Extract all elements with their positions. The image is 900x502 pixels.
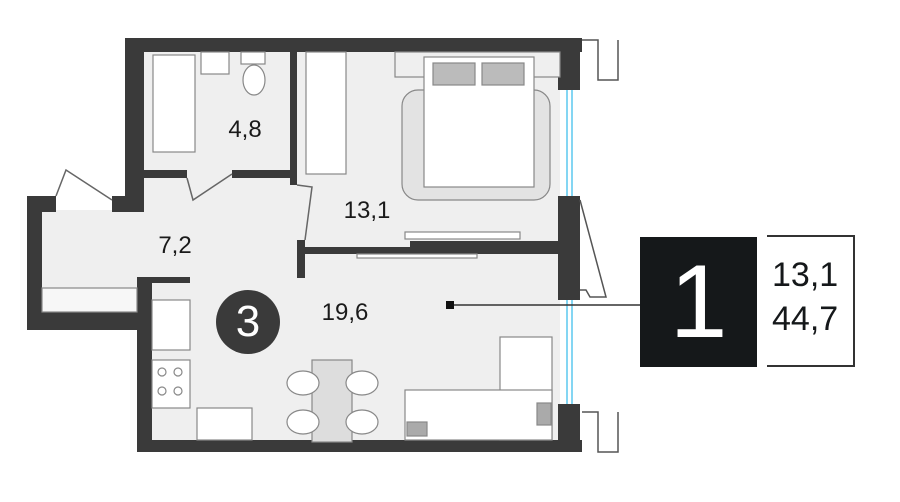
area-bracket (767, 235, 855, 367)
furniture (41, 51, 561, 443)
tv-shelf (404, 231, 521, 240)
kitchen-sink (196, 407, 253, 441)
wardrobe (305, 51, 347, 175)
room-area-hallway: 7,2 (158, 232, 192, 259)
fridge (151, 299, 191, 351)
toilet (242, 64, 266, 96)
cushion (406, 421, 428, 437)
chair (286, 409, 320, 435)
pillow (432, 62, 476, 86)
radiator (41, 287, 138, 313)
room-count: 1 (640, 237, 757, 367)
living-area: 13,1 (772, 256, 839, 294)
windows (566, 90, 573, 404)
shelf (356, 253, 478, 259)
sofa (404, 389, 553, 441)
room-area-bedroom: 13,1 (343, 197, 391, 224)
doors (55, 168, 313, 241)
bathtub (152, 54, 196, 153)
balcony-rails (579, 39, 619, 453)
room-area-living-kitchen: 19,6 (321, 299, 369, 326)
toilet-tank (240, 51, 266, 65)
room-area-bathroom: 4,8 (228, 116, 262, 143)
sink (200, 51, 230, 75)
marker-badge: 3 (216, 290, 280, 354)
stove (151, 359, 191, 409)
chair (286, 370, 320, 396)
total-area: 44,7 (772, 300, 839, 338)
walls (27, 38, 582, 452)
cushion (536, 402, 552, 426)
leader-dot (446, 301, 454, 309)
table (311, 359, 353, 443)
chair (345, 370, 379, 396)
pillow (481, 62, 525, 86)
chair (345, 409, 379, 435)
